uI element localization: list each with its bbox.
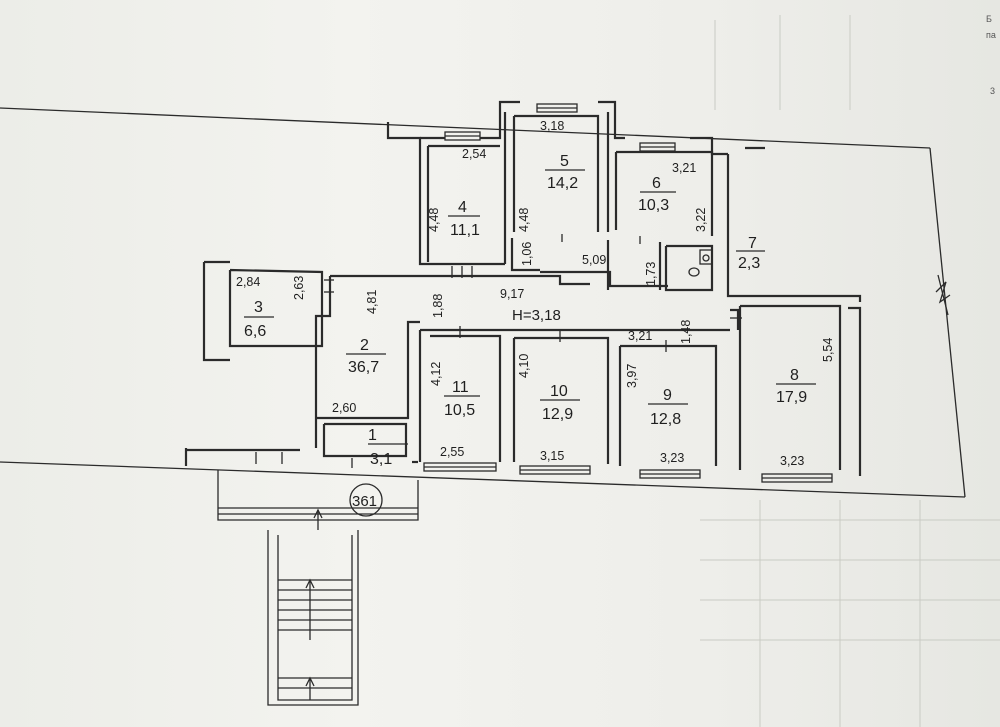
room-3-area: 6,6 xyxy=(244,323,266,340)
dimension-labels: 3,18 2,54 4,48 4,48 3,21 3,22 1,06 5,09 … xyxy=(236,119,835,468)
room-9-area: 12,8 xyxy=(650,411,681,428)
room-8-area: 17,9 xyxy=(776,389,807,406)
room-1-area: 3,1 xyxy=(370,451,392,468)
corner-note: Б xyxy=(986,14,992,24)
boundary-lines xyxy=(0,107,966,498)
ceiling-height-label: H=3,18 xyxy=(512,307,561,324)
building-number-circle xyxy=(349,483,383,517)
room-1-number: 1 xyxy=(368,427,377,444)
room-6-area: 10,3 xyxy=(638,197,669,214)
room-9-number: 9 xyxy=(663,387,672,404)
dim-label: 4,48 xyxy=(517,208,531,232)
dim-label: 3,15 xyxy=(540,449,564,463)
dim-label: 3,23 xyxy=(780,454,804,468)
dim-label: 1,73 xyxy=(644,262,658,286)
dim-label: 2,84 xyxy=(236,275,260,289)
room-5-number: 5 xyxy=(560,153,569,170)
building-number: 361 xyxy=(352,493,377,510)
room-7-number: 7 xyxy=(748,235,757,252)
room-6-number: 6 xyxy=(652,175,661,192)
corner-note: 3 xyxy=(990,86,995,96)
dim-label: 1,48 xyxy=(679,320,693,344)
dim-label: 5,09 xyxy=(582,253,606,267)
dim-label: 9,17 xyxy=(500,287,524,301)
dim-label: 1,88 xyxy=(431,294,445,318)
room-labels: 1 3,1 2 36,7 3 6,6 4 11,1 5 14,2 6 10,3 … xyxy=(244,153,807,468)
dim-label: 3,21 xyxy=(628,329,652,343)
dim-label: 4,10 xyxy=(517,354,531,378)
corner-note: па xyxy=(986,30,996,40)
dim-label: 2,60 xyxy=(332,401,356,415)
room-4-area: 11,1 xyxy=(450,222,480,239)
dim-label: 3,97 xyxy=(625,364,639,388)
dim-label: 3,18 xyxy=(540,119,564,133)
room-2-number: 2 xyxy=(360,337,369,354)
room-11-number: 11 xyxy=(452,379,469,396)
dim-label: 2,63 xyxy=(292,276,306,300)
entrance-stairs xyxy=(217,470,419,706)
dim-label: 3,23 xyxy=(660,451,684,465)
dim-label: 4,81 xyxy=(365,290,379,314)
dim-label: 3,21 xyxy=(672,161,696,175)
dim-label: 3,22 xyxy=(694,208,708,232)
dim-label: 1,06 xyxy=(520,242,534,266)
windows xyxy=(423,103,833,483)
dim-label: 4,12 xyxy=(429,362,443,386)
walls xyxy=(184,100,862,476)
room-10-number: 10 xyxy=(550,383,568,400)
paper-grid xyxy=(700,15,1000,727)
doors xyxy=(255,234,742,468)
room-11-area: 10,5 xyxy=(444,402,475,419)
room-3-number: 3 xyxy=(254,299,263,316)
dim-label: 5,54 xyxy=(821,338,835,362)
corner-notes: Б па 3 xyxy=(986,14,996,96)
room-7-area: 2,3 xyxy=(738,255,760,272)
room-10-area: 12,9 xyxy=(542,406,573,423)
room-8-number: 8 xyxy=(790,367,799,384)
room-2-area: 36,7 xyxy=(348,359,379,376)
fraction-lines xyxy=(244,169,816,445)
room-5-area: 14,2 xyxy=(547,175,578,192)
dim-label: 4,48 xyxy=(427,208,441,232)
toilet-fixture xyxy=(688,249,713,277)
dim-label: 2,55 xyxy=(440,445,464,459)
room-4-number: 4 xyxy=(458,199,467,216)
dim-label: 2,54 xyxy=(462,147,486,161)
